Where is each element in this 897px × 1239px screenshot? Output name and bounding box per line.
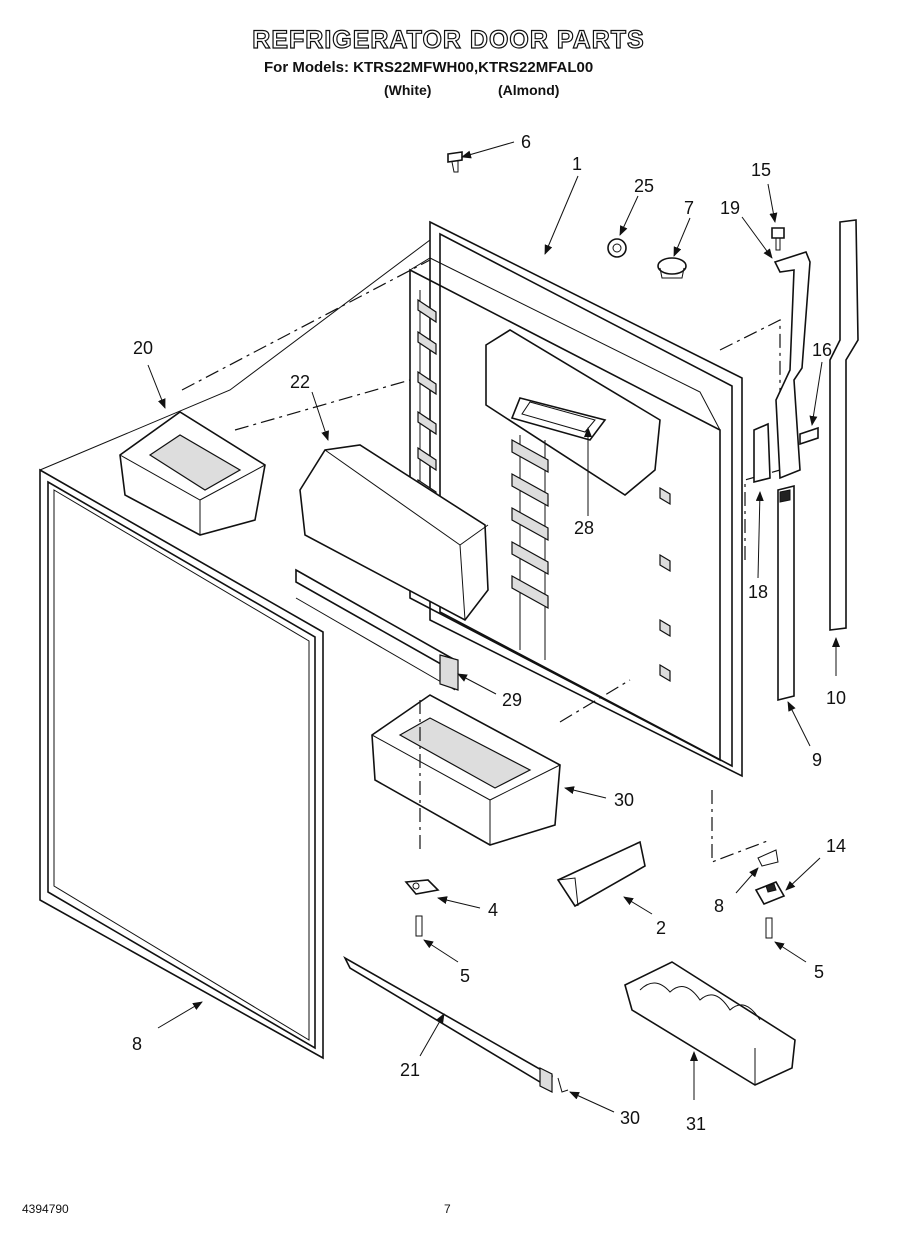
callout-7: 7 [684,198,694,218]
callout-17: 16 [812,340,832,360]
variant-white-label: (White) [384,82,432,98]
hinge-screw-right-part [765,917,773,939]
callout-1: 1 [572,154,582,174]
callout-9: 8 [714,896,724,916]
door-pad-part [556,840,646,908]
bin-align-line [559,679,631,723]
models-line: For Models: KTRS22MFWH00,KTRS22MFAL00 [264,59,594,76]
callout-18: 18 [748,582,768,602]
door-liner-part [409,220,743,778]
callout-15: 14 [826,836,846,856]
callout-5-right: 5 [814,962,824,982]
hinge-screw-left-part [415,915,423,937]
callout-6: 6 [521,132,531,152]
handle-trim-part-18 [753,422,771,484]
door-gasket-part [39,468,324,1060]
callout-19: 19 [720,198,740,218]
lower-door-bin-part [371,694,561,846]
callout-24: 25 [634,176,654,196]
document-number: 4394790 [22,1202,69,1216]
upper-door-bin-part [119,411,266,536]
door-outline-lines [39,239,431,471]
callout-5-left: 5 [460,966,470,986]
page-number: 7 [444,1202,451,1216]
screw-part-16 [771,227,785,251]
hinge-part-15 [754,880,786,906]
handle-trim-part-10 [777,484,795,702]
callout-31: 31 [686,1114,706,1134]
handle-drop-line [719,319,781,420]
callout-16: 15 [751,160,771,180]
callout-thirty: 30 [620,1108,640,1128]
callout-28: 29 [502,690,522,710]
callout-4: 4 [488,900,498,920]
callout-eight: 8 [132,1034,142,1054]
door-handle-part [773,251,811,480]
callout-14: 10 [826,688,846,708]
handle-cap-strip-part [829,219,859,631]
dairy-door-cover-part [299,444,489,622]
callout-29: 30 [614,790,634,810]
egg-tray-part [624,961,796,1086]
page-title: REFRIGERATOR DOOR PARTS [252,25,645,54]
callout-22: 22 [290,372,310,392]
variant-almond-label: (Almond) [498,82,560,98]
shim-part-9 [757,849,779,867]
callout-10: 9 [812,750,822,770]
callout-25: 28 [574,518,594,538]
hinge-bracket-part [404,879,440,895]
hinge-drop-line [711,790,771,863]
clip-part-30 [557,1077,569,1093]
bottom-rail-part [343,955,553,1093]
callout-20: 20 [133,338,153,358]
trim-drop-line [744,469,781,560]
callout-21: 21 [400,1060,420,1080]
callout-2: 2 [656,918,666,938]
screw-part-17 [799,426,819,446]
door-stop-screw-part [447,151,463,173]
callout-leaders [147,141,840,1113]
plug-button-part [657,257,687,279]
nut-part-24 [607,238,627,258]
dairy-door-rail-part [295,568,459,691]
